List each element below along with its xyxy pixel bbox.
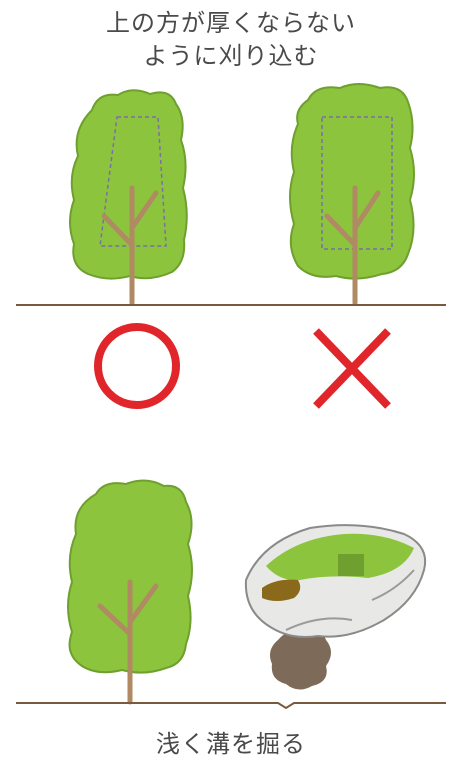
- trowel-icon: [246, 525, 425, 689]
- tree-bad-icon: [290, 84, 414, 303]
- tool-inner-square: [338, 554, 364, 576]
- tree-bottom-icon: [68, 480, 192, 702]
- wrong-cross-icon: [316, 331, 388, 406]
- ground-line-bottom: [16, 703, 446, 708]
- correct-circle-icon: [98, 327, 176, 405]
- tree-good-foliage: [70, 90, 187, 278]
- caption-bottom: 浅く溝を掘る: [0, 729, 462, 759]
- tree-good-icon: [70, 90, 187, 303]
